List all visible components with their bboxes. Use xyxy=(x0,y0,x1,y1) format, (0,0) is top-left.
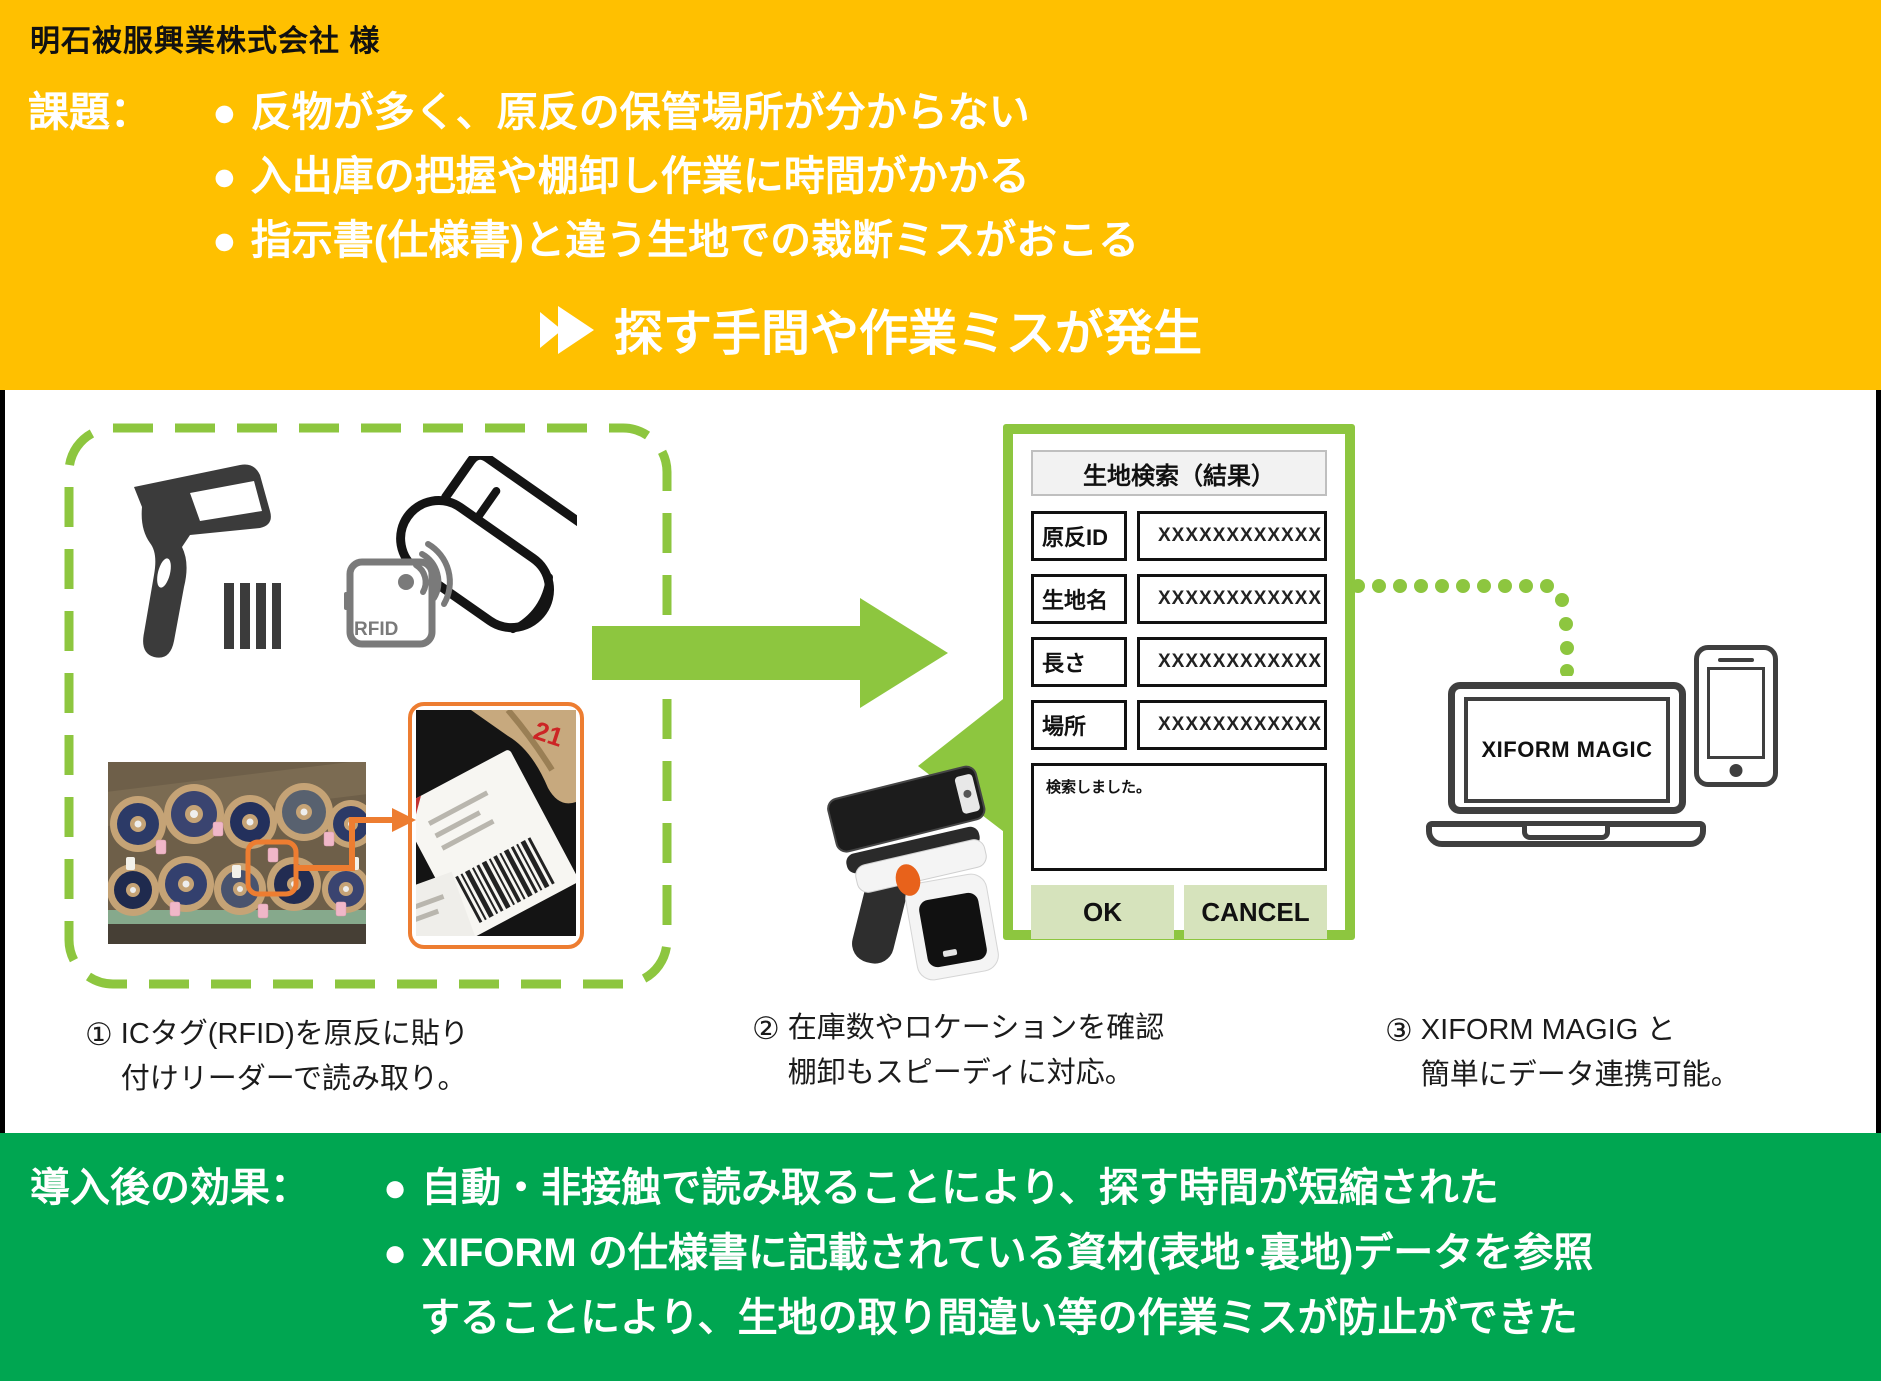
field-value-input[interactable]: XXXXXXXXXXXX xyxy=(1137,700,1327,750)
orange-callout-arrow xyxy=(245,808,416,897)
effects-label: 導入後の効果： xyxy=(30,1166,310,1210)
caption-line: 在庫数やロケーションを確認 xyxy=(787,1012,1165,1044)
bullet-icon: ● xyxy=(383,1231,408,1275)
field-value-input[interactable]: XXXXXXXXXXXX xyxy=(1137,574,1327,624)
double-arrow-icon xyxy=(540,305,594,354)
field-value-input[interactable]: XXXXXXXXXXXX xyxy=(1137,637,1327,687)
tag-closeup-frame: 21 xyxy=(383,702,584,972)
laptop-base xyxy=(1426,821,1706,847)
caption-step-3: ③ XIFORM MAGIG と 簡単にデータ連携可能。 xyxy=(1385,1008,1740,1098)
step-number: ② xyxy=(752,1011,780,1046)
phone-screen xyxy=(1707,667,1765,759)
tag-closeup-photo: 21 xyxy=(383,708,579,972)
field-label: 原反ID xyxy=(1031,511,1127,561)
issue-text: 入出庫の把握や棚卸し作業に時間がかかる xyxy=(250,153,1030,199)
fabric-shelf-photo xyxy=(108,762,366,944)
company-name: 明石被服興業株式会社 様 xyxy=(30,25,381,58)
phone-speaker xyxy=(1718,658,1754,662)
rfid-tag-icon: RFID xyxy=(344,541,453,648)
dashed-group-box xyxy=(64,423,672,989)
effect-item: ● XIFORM の仕様書に記載されている資材(表地･裏地)データを参照 xyxy=(383,1221,1593,1286)
issue-item: ● 反物が多く、原反の保管場所が分からない xyxy=(212,80,1139,144)
effect-text: XIFORM の仕様書に記載されている資材(表地･裏地)データを参照 xyxy=(421,1231,1594,1275)
search-result-panel: 生地検索（結果） 原反ID XXXXXXXXXXXX 生地名 XXXXXXXXX… xyxy=(1003,424,1355,940)
dotted-connector xyxy=(1351,579,1574,676)
right-border xyxy=(1876,390,1881,1133)
step-number: ① xyxy=(85,1017,113,1052)
button-row: OK CANCEL xyxy=(1031,885,1327,939)
issue-text: 反物が多く、原反の保管場所が分からない xyxy=(250,89,1030,135)
bullet-icon: ● xyxy=(212,89,237,135)
ok-button[interactable]: OK xyxy=(1031,885,1174,939)
caption-line: ICタグ(RFID)を原反に貼り xyxy=(120,1018,469,1050)
bullet-icon: ● xyxy=(212,217,237,263)
conclusion-text: 探す手間や作業ミスが発生 xyxy=(614,307,1203,361)
cancel-button[interactable]: CANCEL xyxy=(1184,885,1327,939)
rfid-reader-device xyxy=(827,765,999,981)
left-border xyxy=(0,390,5,1133)
effect-continuation: することにより、生地の取り間違い等の作業ミスが防止ができた xyxy=(420,1296,1578,1340)
issue-text: 指示書(仕様書)と違う生地での裁断ミスがおこる xyxy=(250,217,1140,263)
issues-list: ● 反物が多く、原反の保管場所が分からない ● 入出庫の把握や棚卸し作業に時間がかか… xyxy=(212,80,1139,272)
caption-line: 簡単にデータ連携可能。 xyxy=(1420,1059,1740,1091)
issue-item: ● 入出庫の把握や棚卸し作業に時間がかかる xyxy=(212,144,1139,208)
conclusion-line: 探す手間や作業ミスが発生 xyxy=(538,294,1202,365)
bullet-icon: ● xyxy=(383,1166,408,1210)
issues-label: 課題： xyxy=(28,89,151,135)
flow-arrow-icon xyxy=(592,598,948,708)
field-row: 原反ID XXXXXXXXXXXX xyxy=(1031,511,1327,561)
field-label: 生地名 xyxy=(1031,574,1127,624)
caption-step-2: ② 在庫数やロケーションを確認 棚卸もスピーディに対応。 xyxy=(752,1006,1164,1096)
effect-text: 自動・非接触で読み取ることにより、探す時間が短縮された xyxy=(421,1166,1499,1210)
caption-line: 付けリーダーで読み取り。 xyxy=(120,1063,467,1095)
field-value-input[interactable]: XXXXXXXXXXXX xyxy=(1137,511,1327,561)
field-row: 生地名 XXXXXXXXXXXX xyxy=(1031,574,1327,624)
step-number: ③ xyxy=(1385,1013,1413,1048)
caption-line: XIFORM MAGIG と xyxy=(1420,1014,1676,1046)
barcode-icon xyxy=(224,583,281,649)
phone-home-button xyxy=(1729,764,1743,777)
laptop-icon: XIFORM MAGIC xyxy=(1448,682,1686,814)
field-label: 場所 xyxy=(1031,700,1127,750)
issue-item: ● 指示書(仕様書)と違う生地での裁断ミスがおこる xyxy=(212,208,1139,272)
fabric-roll-icon xyxy=(396,456,577,634)
field-label: 長さ xyxy=(1031,637,1127,687)
rfid-text: RFID xyxy=(354,619,398,640)
panel-title: 生地検索（結果） xyxy=(1031,450,1327,496)
barcode-scanner-icon xyxy=(134,464,281,658)
field-row: 場所 XXXXXXXXXXXX xyxy=(1031,700,1327,750)
laptop-notch xyxy=(1522,826,1610,840)
caption-step-1: ① ICタグ(RFID)を原反に貼り 付けリーダーで読み取り。 xyxy=(85,1012,469,1102)
header-band xyxy=(0,0,1881,390)
laptop-screen-label: XIFORM MAGIC xyxy=(1481,737,1653,762)
panel-tail xyxy=(918,692,1012,838)
bullet-icon: ● xyxy=(212,153,237,199)
footer-band xyxy=(0,1133,1881,1381)
laptop-screen: XIFORM MAGIC xyxy=(1464,697,1670,803)
effect-item: ● 自動・非接触で読み取ることにより、探す時間が短縮された xyxy=(383,1156,1593,1221)
message-box: 検索しました。 xyxy=(1031,763,1327,871)
caption-line: 棚卸もスピーディに対応。 xyxy=(787,1057,1134,1089)
smartphone-icon xyxy=(1694,645,1778,787)
effects-list: ● 自動・非接触で読み取ることにより、探す時間が短縮された ● XIFORM の仕様… xyxy=(383,1156,1593,1351)
field-row: 長さ XXXXXXXXXXXX xyxy=(1031,637,1327,687)
